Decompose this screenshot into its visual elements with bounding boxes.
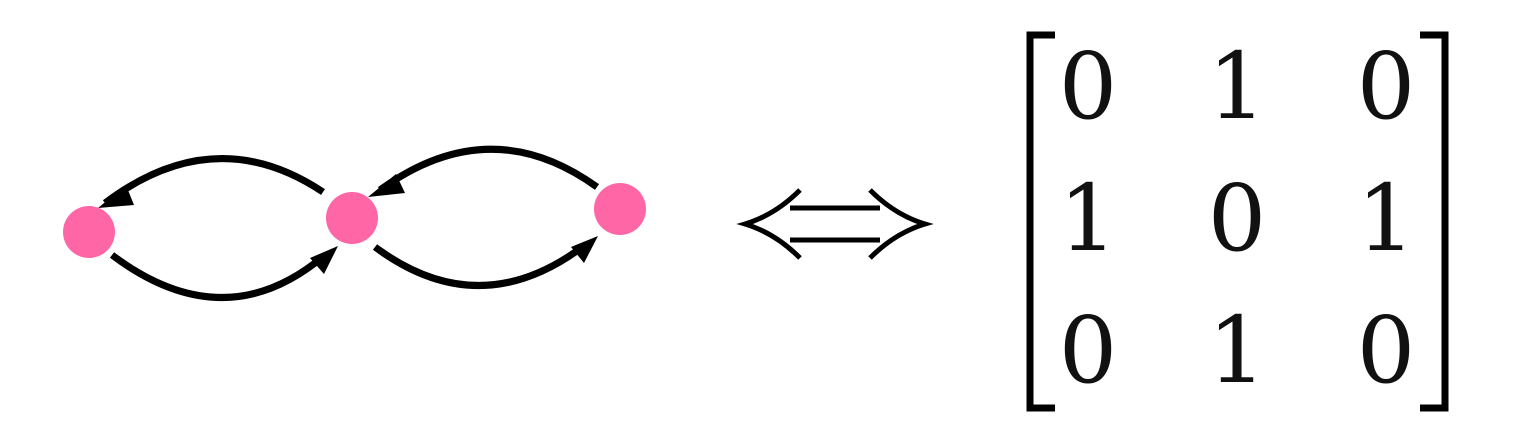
right-bracket: [1420, 31, 1449, 412]
matrix-cell-3-1: 0: [1059, 297, 1118, 404]
matrix-cell-1-1: 0: [1059, 33, 1118, 140]
graph-nodes: [63, 183, 646, 258]
edge-1-to-2: [109, 252, 328, 301]
edge-2-to-3: [372, 242, 588, 289]
edge-3-to-2: [377, 145, 600, 193]
matrix-entries: 0 1 0 1 0 1 0 1 0: [1059, 33, 1416, 404]
equivalence-symbol: [736, 188, 934, 260]
matrix-cell-2-1: 1: [1059, 165, 1118, 272]
matrix-cell-3-2: 1: [1208, 297, 1267, 404]
matrix-cell-2-2: 0: [1208, 165, 1267, 272]
matrix-cell-2-3: 1: [1357, 165, 1416, 272]
graph-edges: [98, 145, 600, 301]
arrowhead-2-to-3: [571, 236, 598, 263]
left-bracket: [1026, 31, 1055, 412]
arrowhead-3-to-2: [368, 174, 405, 197]
arrowhead-2-to-1: [98, 185, 134, 208]
matrix-cell-3-3: 0: [1357, 297, 1416, 404]
matrix-cell-1-2: 1: [1208, 33, 1267, 140]
edge-2-to-1: [102, 155, 325, 206]
matrix-cell-1-3: 0: [1357, 33, 1416, 140]
node-2: [326, 192, 378, 244]
node-1: [63, 206, 115, 258]
node-3: [594, 183, 646, 235]
arrowhead-1-to-2: [310, 246, 338, 274]
matrix-brackets: [1026, 31, 1449, 412]
